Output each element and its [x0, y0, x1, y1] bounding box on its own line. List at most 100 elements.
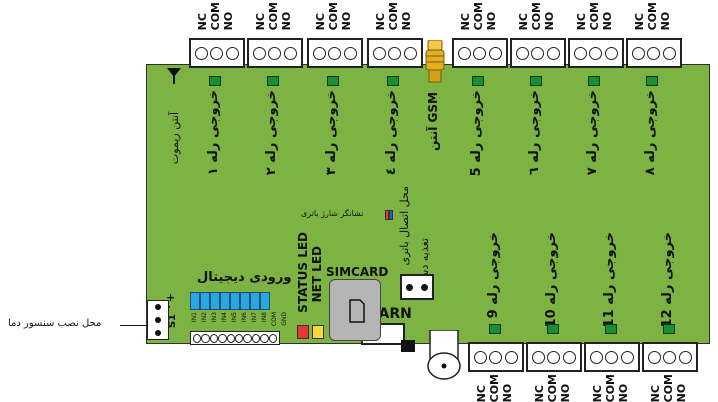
relay-terminal-block [367, 38, 423, 68]
relay-pin-nc-label: NC [374, 13, 387, 31]
relay-terminal-block [452, 38, 508, 68]
relay-pin-com-label: COM [209, 2, 222, 31]
digital-input-label: IN8 [261, 312, 268, 323]
simcard-label: SIMCARD [326, 265, 389, 279]
relay-led [267, 76, 279, 86]
power-jack-icon [426, 329, 462, 386]
relay-pin-nc-label: NC [314, 13, 327, 31]
relay-pin-nc-label: NC [575, 13, 588, 31]
digital-input-label: IN7 [251, 312, 258, 323]
terminal-hole [225, 46, 239, 60]
relay-pin-no-label: NO [543, 11, 556, 31]
relay-pin-no-label: NO [485, 11, 498, 31]
digital-input-terminal [190, 331, 280, 345]
relay-pin-com-label: COM [646, 2, 659, 31]
terminal-hole [590, 350, 604, 364]
relay-output-label: خروجی رله 11 [602, 232, 617, 328]
terminal-hole [488, 46, 502, 60]
digital-input-switch [210, 292, 220, 310]
relay-pin-no-label: NO [222, 11, 235, 31]
relay-pin-com-label: COM [604, 374, 617, 402]
terminal-hole [268, 46, 282, 60]
relay-output-label: خروجی رله ۳ [324, 90, 339, 176]
temp-sensor-pointer [120, 325, 148, 326]
relay-pin-nc-label: NC [459, 13, 472, 31]
terminal-hole [516, 46, 530, 60]
relay-output-label: خروجی رله ۷ [585, 90, 600, 176]
simcard-icon [349, 299, 365, 323]
relay-pin-no-label: NO [617, 383, 630, 402]
digital-input-switch [200, 292, 210, 310]
terminal-hole [473, 46, 487, 60]
relay-pin-no-label: NO [501, 383, 514, 402]
relay-pin-com-label: COM [387, 2, 400, 31]
terminal-hole [678, 350, 692, 364]
relay-pin-nc-label: NC [633, 13, 646, 31]
relay-terminal-block [526, 342, 582, 372]
status-led [297, 325, 309, 339]
relay-led [327, 76, 339, 86]
terminal-hole [253, 46, 267, 60]
relay-pin-com-label: COM [662, 374, 675, 402]
relay-pin-nc-label: NC [533, 385, 546, 402]
digital-input-switch [260, 292, 270, 310]
terminal-hole [388, 46, 402, 60]
terminal-hole [343, 46, 357, 60]
relay-pin-no-label: NO [280, 11, 293, 31]
relay-led [547, 324, 559, 334]
gsm-antenna-connector-icon [424, 39, 446, 88]
relay-pin-nc-label: NC [475, 385, 488, 402]
terminal-hole [632, 46, 646, 60]
status-led-label: STATUS LED [296, 232, 310, 313]
relay-pin-com-label: COM [327, 2, 340, 31]
relay-terminal-block [189, 38, 245, 68]
terminal-hole [589, 46, 603, 60]
relay-pin-nc-label: NC [196, 13, 209, 31]
relay-terminal-block [468, 342, 524, 372]
relay-pin-com-label: COM [546, 374, 559, 402]
digital-input-switch [240, 292, 250, 310]
relay-output-label: خروجی رله 10 [544, 232, 559, 328]
relay-pin-nc-label: NC [649, 385, 662, 402]
digital-input-label: IN1 [191, 312, 198, 323]
relay-output-label: خروجی رله 12 [660, 232, 675, 328]
relay-pin-com-label: COM [588, 2, 601, 31]
terminal-hole [663, 350, 677, 364]
relay-led [472, 76, 484, 86]
net-led [312, 325, 324, 339]
digital-inputs-label: ورودی دیجیتال [197, 270, 292, 285]
plus-label: + [166, 291, 176, 304]
terminal-hole [532, 350, 546, 364]
digital-input-switch [220, 292, 230, 310]
terminal-hole [328, 46, 342, 60]
relay-terminal-block [568, 38, 624, 68]
digital-input-label: IN4 [221, 312, 228, 323]
digital-input-label: IN6 [241, 312, 248, 323]
terminal-hole [474, 350, 488, 364]
relay-output-label: خروجی رله ٤ [384, 90, 399, 176]
terminal-hole [648, 350, 662, 364]
terminal-hole [283, 46, 297, 60]
simcard-slot [329, 279, 381, 341]
relay-output-label: خروجی رله ۱ [206, 90, 221, 176]
battery-charge-led [385, 210, 393, 220]
digital-input-label: GND [281, 312, 288, 326]
relay-pin-nc-label: NC [254, 13, 267, 31]
terminal-hole [662, 46, 676, 60]
digital-input-switch [230, 292, 240, 310]
terminal-hole [620, 350, 634, 364]
remote-antenna-icon [167, 68, 181, 88]
terminal-hole [195, 46, 209, 60]
relay-pin-nc-label: NC [517, 13, 530, 31]
relay-output-label: خروجی رله 5 [469, 90, 484, 177]
